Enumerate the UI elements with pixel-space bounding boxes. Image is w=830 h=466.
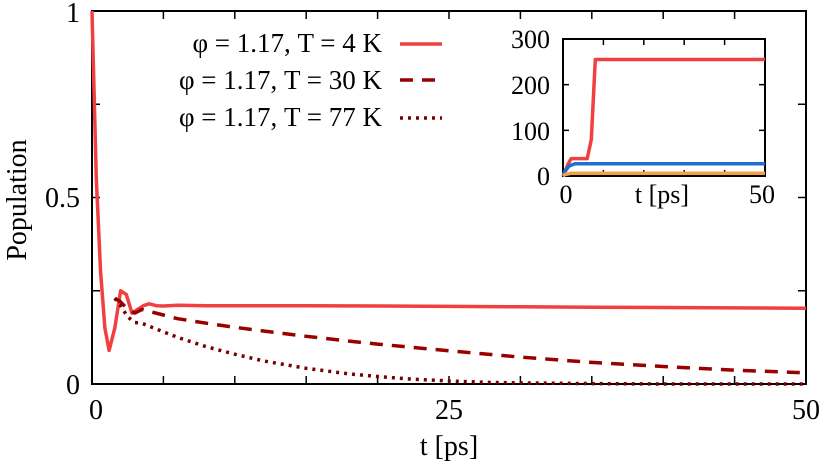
y-tick-label-0.5: 0.5 <box>45 183 80 214</box>
y-tick-label-0: 0 <box>66 370 80 401</box>
main-series-line-2 <box>113 297 806 386</box>
inset-x-tick-label-50: 50 <box>749 180 775 209</box>
inset-x-tick-label-0: 0 <box>560 180 573 209</box>
x-tick-label-50: 50 <box>792 395 820 426</box>
inset-series-group <box>561 57 765 178</box>
inset-y-tick-label-100: 100 <box>511 117 550 146</box>
main-series-line-1 <box>113 296 807 375</box>
inset-series-line-2 <box>561 171 765 178</box>
y-tick-label-1: 1 <box>66 0 80 29</box>
inset-chart: 300 200 100 0 0 50 t [ps] <box>511 25 775 209</box>
x-tick-label-0: 0 <box>89 395 103 426</box>
legend: φ = 1.17, T = 4 K φ = 1.17, T = 30 K φ =… <box>179 28 442 132</box>
inset-x-axis-label: t [ps] <box>635 180 689 209</box>
inset-y-tick-label-300: 300 <box>511 25 550 54</box>
inset-y-tick-label-200: 200 <box>511 71 550 100</box>
main-series-line-0 <box>90 10 807 353</box>
legend-label-30k: φ = 1.17, T = 30 K <box>179 65 383 95</box>
x-axis-label: t [ps] <box>420 431 478 462</box>
legend-label-4k: φ = 1.17, T = 4 K <box>192 28 382 58</box>
x-tick-label-25: 25 <box>435 395 463 426</box>
y-axis-label: Population <box>2 139 33 260</box>
inset-series-line-0 <box>561 57 765 177</box>
main-series-group <box>90 10 807 386</box>
inset-y-tick-label-0: 0 <box>537 162 550 191</box>
legend-label-77k: φ = 1.17, T = 77 K <box>179 102 383 132</box>
inset-series-line-1 <box>561 161 765 177</box>
